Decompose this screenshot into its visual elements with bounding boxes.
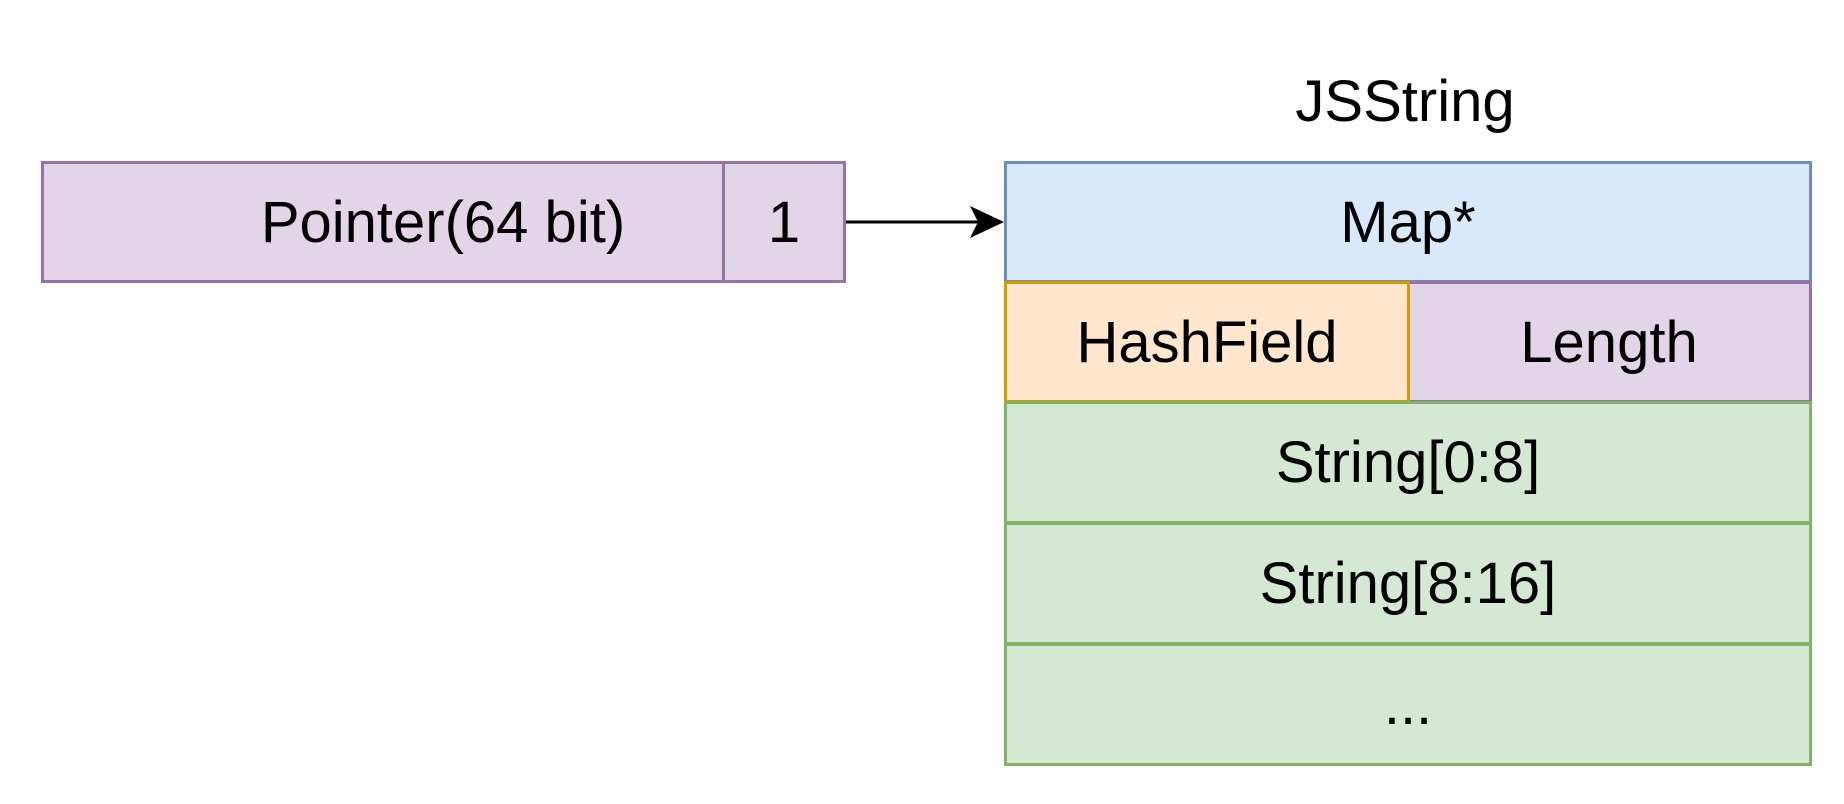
string-row: String[8:16] — [1004, 522, 1812, 645]
string-row-ellipsis: ... — [1004, 643, 1812, 766]
hashfield-field: HashField — [1004, 281, 1410, 403]
length-field: Length — [1406, 281, 1812, 403]
arrow-head — [970, 206, 1004, 238]
tag-bit-cell: 1 — [722, 161, 846, 283]
jsstring-title: JSString — [1295, 69, 1515, 134]
map-field: Map* — [1004, 161, 1812, 283]
string-row: String[0:8] — [1004, 401, 1812, 524]
pointer-cell: Pointer(64 bit) — [41, 161, 725, 283]
